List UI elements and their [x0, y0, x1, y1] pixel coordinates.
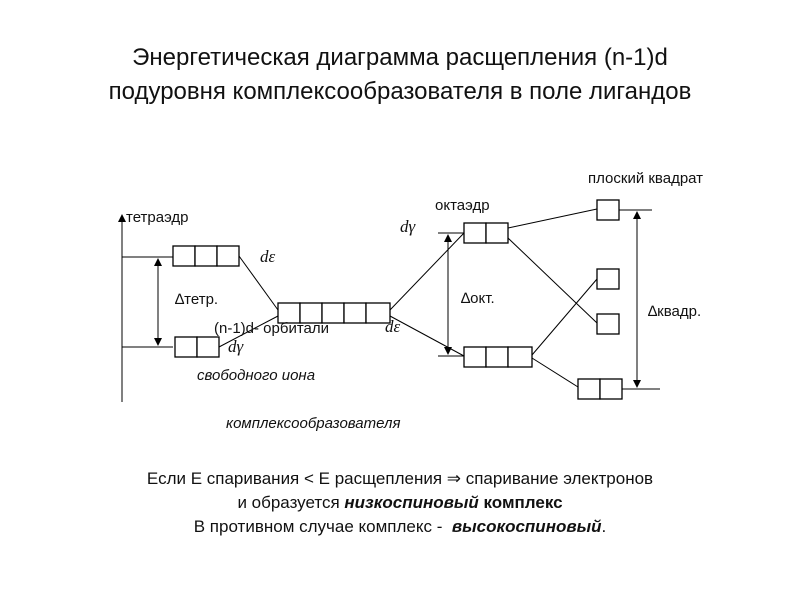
connector-oct-upper: [389, 232, 465, 311]
connector-tetr-upper: [238, 255, 279, 311]
label-oct-d-gamma: dγ: [400, 217, 417, 236]
label-free-ion-orbitals: (n-1)d- орбитали: [214, 320, 329, 337]
connector-sq-upper-mid: [531, 278, 598, 356]
conclusion-line-3-prefix: В противном случае комплекс -: [193, 517, 452, 536]
label-free-ion-line-1: свободного иона: [197, 367, 315, 384]
title-line-1: Энергетическая диаграмма расщепления (n-…: [132, 44, 668, 71]
sq-orbital-1: [596, 199, 620, 221]
conclusion-line-3-suffix: .: [601, 517, 607, 536]
conclusion-line-1: Если Е спаривания < Е расщепления ⇒ спар…: [146, 469, 654, 488]
sq-orbitals-lowest: [577, 378, 623, 400]
label-delta-tetr: ∆тетр.: [175, 291, 218, 308]
label-free-ion-line-2: комплексообразователя: [226, 415, 400, 432]
sq-orbital-3: [596, 313, 620, 335]
oct-d-epsilon-orbitals: [463, 346, 533, 368]
conclusion-line-2-prefix: и образуется: [237, 493, 345, 512]
title-line-2: подуровня комплексообразователя в поле л…: [108, 78, 692, 105]
label-tetr-d-gamma: dγ: [228, 337, 245, 356]
label-delta-oct: ∆окт.: [461, 290, 495, 307]
label-oct-d-epsilon: dε: [385, 317, 401, 336]
label-tetr-d-epsilon: dε: [260, 247, 276, 266]
tetr-d-epsilon-orbitals: [172, 245, 240, 267]
connector-sq-middle: [507, 237, 598, 324]
free-ion-orbitals: [277, 302, 391, 324]
tetr-d-gamma-orbitals: [174, 336, 220, 358]
label-tetrahedron: тетраэдр: [126, 209, 189, 226]
sq-orbital-2: [596, 268, 620, 290]
conclusion-line-3: В противном случае комплекс - высокоспин…: [0, 515, 800, 539]
label-octahedron: октаэдр: [435, 197, 490, 214]
connector-sq-bottom: [531, 357, 579, 388]
high-spin-term: высокоспиновый: [451, 517, 602, 536]
low-spin-term: низкоспиновый: [344, 493, 479, 512]
conclusion-line-2: и образуется низкоспиновый комплекс: [0, 491, 800, 515]
label-delta-square: ∆квадр.: [648, 303, 701, 320]
oct-d-gamma-orbitals: [463, 222, 509, 244]
connector-sq-top: [507, 208, 598, 229]
connector-tetr-lower: [218, 315, 279, 348]
connector-oct-lower: [389, 315, 465, 357]
conclusion-line-2-suffix: комплекс: [478, 493, 563, 512]
label-square-planar: плоский квадрат: [588, 170, 703, 187]
